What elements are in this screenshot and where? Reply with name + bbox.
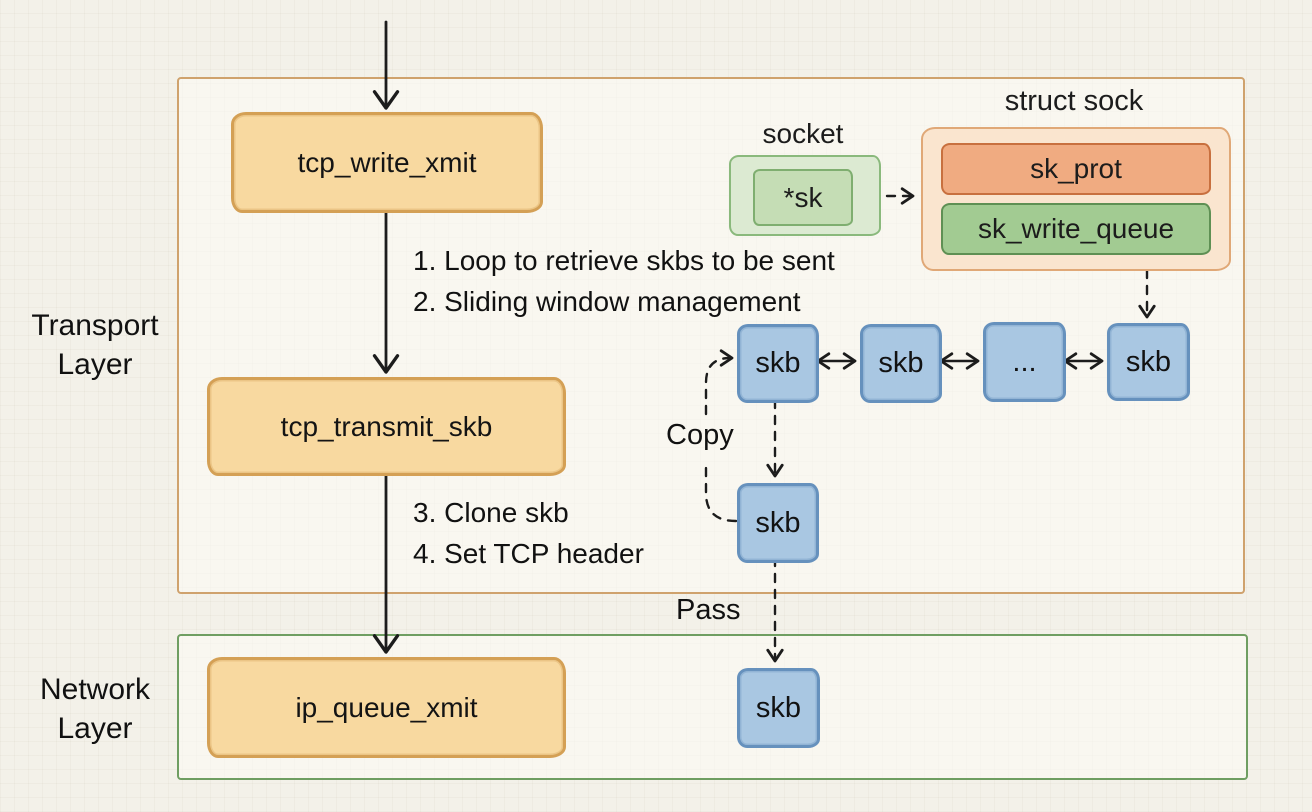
sk-pointer-box: *sk — [753, 169, 853, 226]
struct-sock-label: struct sock — [1004, 85, 1144, 117]
annotation-step-3: 3. Clone skb — [413, 497, 569, 528]
sk-write-queue-field: sk_write_queue — [941, 203, 1211, 255]
socket-label: socket — [762, 118, 844, 149]
transport-layer-label: Transport Layer — [31, 309, 159, 381]
sk-prot-field: sk_prot — [941, 143, 1211, 195]
skb-queue-node-1: skb — [737, 324, 819, 403]
annotation-step-2: 2. Sliding window management — [413, 286, 801, 317]
skb-queue-ellipsis-node: ... — [983, 322, 1066, 402]
skb-passed-node: skb — [737, 668, 820, 748]
tcp-transmit-skb-node: tcp_transmit_skb — [207, 377, 566, 476]
annotation-steps-1-2: 1. Loop to retrieve skbs to be sent 2. S… — [413, 240, 835, 322]
copy-flow-label: Copy — [666, 419, 734, 451]
skb-queue-node-4: skb — [1107, 323, 1190, 401]
annotation-step-1: 1. Loop to retrieve skbs to be sent — [413, 245, 835, 276]
skb-clone-node: skb — [737, 483, 819, 563]
annotation-step-4: 4. Set TCP header — [413, 538, 644, 569]
skb-queue-node-2: skb — [860, 324, 942, 403]
pass-flow-label: Pass — [676, 594, 741, 626]
ip-queue-xmit-node: ip_queue_xmit — [207, 657, 566, 758]
tcp-write-xmit-node: tcp_write_xmit — [231, 112, 543, 213]
annotation-steps-3-4: 3. Clone skb 4. Set TCP header — [413, 492, 644, 574]
network-layer-label: Network Layer — [39, 673, 151, 745]
